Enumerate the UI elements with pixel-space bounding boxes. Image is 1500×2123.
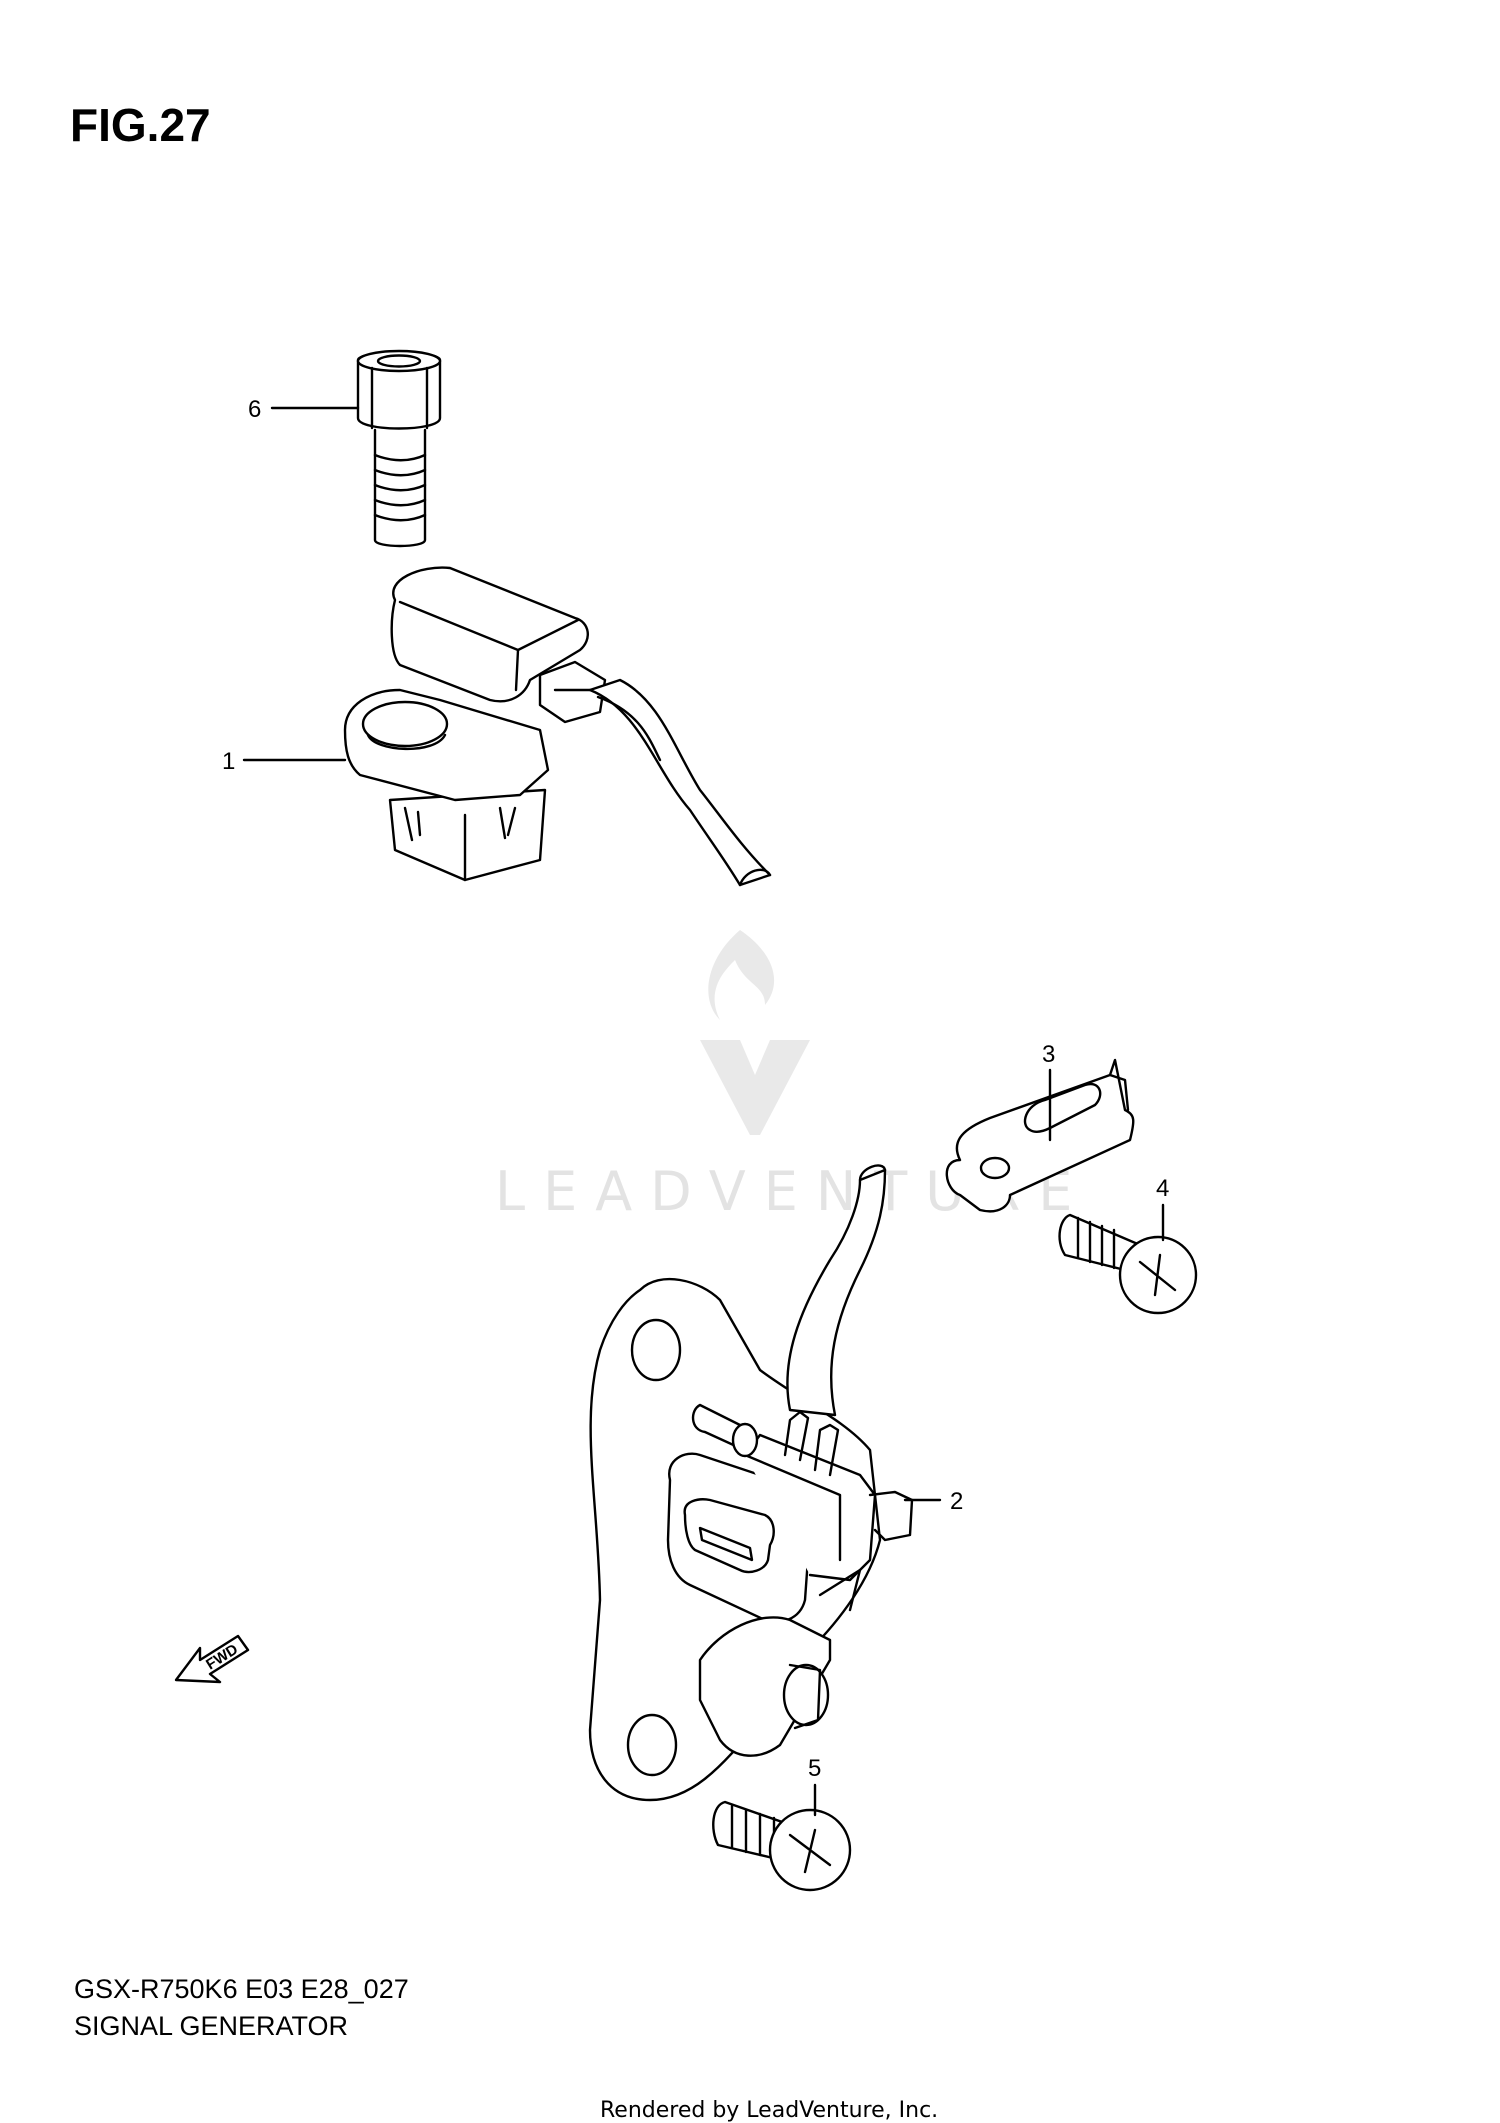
callout-5: 5: [808, 1755, 821, 1782]
figure-title: FIG.27: [70, 99, 211, 151]
callout-6: 6: [248, 396, 261, 423]
rendered-by-footer: Rendered by LeadVenture, Inc.: [600, 2098, 939, 2123]
part-2-signal-generator-assembly: [588, 1164, 914, 1802]
part-6-bolt: [356, 349, 442, 548]
part-5-screw: [712, 1800, 852, 1892]
callout-2: 2: [950, 1488, 963, 1515]
callout-4: 4: [1156, 1175, 1169, 1202]
watermark-logo: [700, 930, 810, 1135]
part-3-bracket: [945, 1058, 1135, 1213]
callout-3: 3: [1042, 1041, 1055, 1068]
part-1-signal-generator-sensor: [343, 566, 772, 887]
fwd-arrow-icon: [174, 1634, 250, 1684]
part-4-screw: [1058, 1213, 1198, 1315]
model-code: GSX-R750K6 E03 E28_027: [74, 1974, 409, 2004]
callout-1: 1: [222, 748, 235, 775]
diagram-name: SIGNAL GENERATOR: [74, 2011, 349, 2041]
